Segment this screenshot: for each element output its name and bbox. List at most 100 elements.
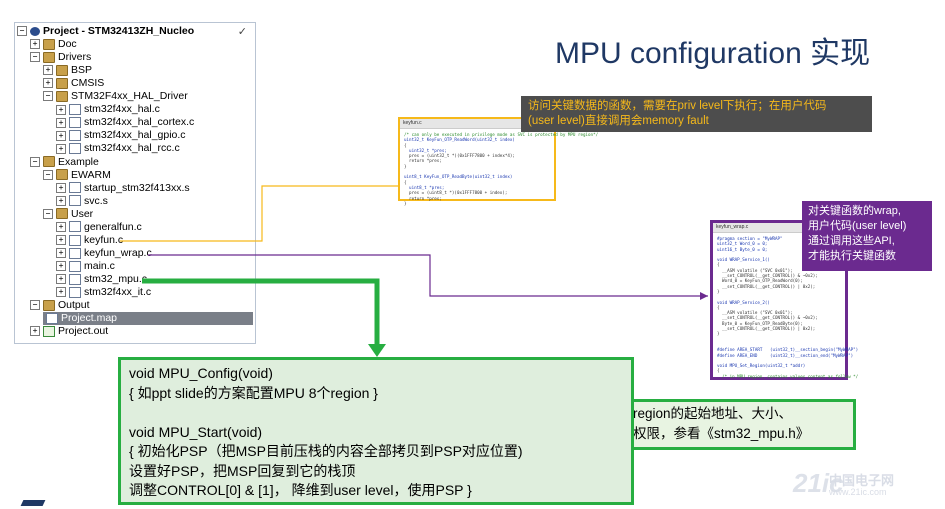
code-line: }: [717, 288, 720, 294]
code-line: Word_0 = KeyFun_OTP_ReadWord(0);: [717, 278, 803, 284]
expand-icon[interactable]: +: [43, 65, 53, 76]
tree-item[interactable]: + BSP: [43, 64, 92, 77]
tree-item-label: Output: [58, 299, 90, 312]
expand-icon[interactable]: +: [56, 117, 66, 128]
tree-item-label: generalfun.c: [84, 220, 142, 233]
callout-line: 通过调用这些API,: [808, 235, 895, 247]
expand-icon[interactable]: +: [56, 130, 66, 141]
tree-item[interactable]: −Drivers: [30, 51, 91, 64]
folder-icon: [43, 51, 55, 63]
tree-item-label: keyfun_wrap.c: [84, 246, 152, 259]
tree-item[interactable]: Project.map: [43, 312, 253, 326]
tree-item[interactable]: + main.c: [56, 260, 115, 273]
callout-line: 才能执行关键函数: [808, 250, 896, 262]
tree-item[interactable]: +stm32_mpu.c: [56, 273, 147, 286]
file-icon: [69, 234, 81, 246]
tree-item-label: BSP: [71, 64, 93, 77]
checkmark-icon: ✓: [237, 26, 247, 38]
tree-item[interactable]: −Example: [30, 156, 99, 169]
expand-icon[interactable]: +: [43, 78, 53, 89]
callout-line: 访问权限，参看《stm32_mpu.h》: [606, 426, 810, 441]
collapse-icon[interactable]: −: [30, 52, 40, 63]
editor-tab: keyfun_wrap.c: [713, 223, 845, 233]
expand-icon[interactable]: +: [56, 274, 66, 285]
tree-item-label: startup_stm32f413xx.s: [84, 181, 190, 194]
code-thumbnail-keyfun-wrap: keyfun_wrap.c #pragma section = "MyWRAP"…: [710, 220, 859, 380]
tree-item[interactable]: +Project.out: [30, 325, 108, 338]
tree-root[interactable]: − Project - STM32413ZH_Nucleo: [17, 25, 194, 38]
collapse-icon[interactable]: −: [43, 208, 53, 219]
expand-icon[interactable]: +: [56, 235, 66, 246]
connector-green-arrow: [368, 344, 386, 357]
expand-icon[interactable]: +: [56, 261, 66, 272]
expand-icon[interactable]: +: [56, 221, 66, 232]
file-icon: [69, 182, 81, 194]
code-thumbnail-keyfun: keyfun.c /* can only be executed in priv…: [398, 117, 598, 206]
tree-item[interactable]: +stm32f4xx_hal_cortex.c: [56, 116, 194, 129]
folder-icon: [43, 38, 55, 50]
tree-item[interactable]: +Doc: [30, 38, 77, 51]
code-block: /* can only be executed in privilege mod…: [400, 129, 598, 209]
expand-icon[interactable]: +: [56, 248, 66, 259]
expand-icon[interactable]: +: [56, 287, 66, 298]
collapse-icon[interactable]: −: [17, 26, 27, 37]
file-icon: [69, 104, 81, 116]
expand-icon[interactable]: +: [30, 326, 40, 337]
folder-icon: [56, 64, 68, 76]
expand-icon[interactable]: +: [56, 104, 66, 115]
tree-item[interactable]: + stm32f4xx_it.c: [56, 286, 151, 299]
callout-line: 用户代码(user level): [808, 220, 907, 232]
project-icon: [30, 26, 40, 36]
tree-item-label: stm32f4xx_hal.c: [84, 103, 160, 116]
code-line: uint32_t KeyFun_OTP_ReadWord(uint32_t in…: [404, 137, 515, 143]
code-line: __set_CONTROL(__get_CONTROL() | 0x2);: [717, 326, 816, 332]
expand-icon[interactable]: +: [56, 182, 66, 193]
tree-item-label: stm32f4xx_it.c: [84, 286, 152, 298]
code-line: {: [717, 368, 720, 374]
tree-item[interactable]: + startup_stm32f413xx.s: [56, 182, 190, 195]
tree-item[interactable]: −EWARM: [43, 169, 111, 182]
file-icon: [69, 247, 81, 259]
tree-item-label: svc.s: [84, 194, 108, 207]
file-icon: [69, 143, 81, 155]
tree-item[interactable]: − Output: [30, 299, 90, 312]
code-line: uint32_t *pres;: [404, 147, 447, 153]
tree-item[interactable]: + keyfun_wrap.c: [56, 247, 152, 260]
callout-keyfun-note: 访问关键数据的函数，需要在priv level下执行；在用户代码 (user l…: [521, 96, 872, 132]
code-line: }: [404, 200, 407, 206]
code-line: #define AREA_END (uint32_t)__section_end…: [717, 352, 854, 358]
corner-decoration: [20, 500, 46, 506]
callout-line: 访问关键数据的函数，需要在priv level下执行；在用户代码: [528, 100, 827, 112]
slide-title: MPU configuration 实现: [555, 37, 871, 70]
collapse-icon[interactable]: −: [30, 156, 40, 167]
code-line: #define AREA_START (uint32_t)__section_b…: [717, 347, 859, 353]
tree-item[interactable]: +keyfun.c: [56, 234, 123, 247]
tree-item-label: main.c: [84, 259, 115, 272]
code-line: /* in MPU region, contains values conten…: [717, 373, 859, 379]
expand-icon[interactable]: +: [56, 143, 66, 154]
code-line: }: [404, 163, 407, 169]
tree-item[interactable]: + generalfun.c: [56, 221, 142, 234]
expand-icon[interactable]: +: [30, 39, 40, 50]
code-line: uint16_t Byte_0 = 0;: [717, 246, 768, 252]
code-line: __ASM volatile ("SVC 0x01");: [717, 267, 793, 273]
collapse-icon[interactable]: −: [43, 169, 53, 180]
code-line: void MPU_Set_Region(uint32_t *addr): [717, 363, 806, 369]
tree-item-label: Project.map: [61, 312, 118, 325]
tree-root-label: Project - STM32413ZH_Nucleo: [43, 25, 195, 37]
tree-item[interactable]: +CMSIS: [43, 77, 104, 90]
tree-item[interactable]: −User: [43, 208, 93, 221]
tree-item[interactable]: −STM32F4xx_HAL_Driver: [43, 90, 188, 103]
tree-item[interactable]: +stm32f4xx_hal_rcc.c: [56, 142, 180, 155]
watermark-url: www.21ic.com: [829, 487, 887, 497]
callout-line: { 初始化PSP（把MSP目前压栈的内容全部拷贝到PSP对应位置): [129, 443, 523, 459]
tree-item[interactable]: + stm32f4xx_hal.c: [56, 103, 160, 116]
collapse-icon[interactable]: −: [30, 300, 40, 311]
tree-item[interactable]: + svc.s: [56, 195, 108, 208]
code-line: uint8_t KeyFun_OTP_ReadByte(uint32_t ind…: [404, 174, 513, 180]
connector-purple-arrow: [700, 292, 708, 300]
collapse-icon[interactable]: −: [43, 91, 53, 102]
tree-item[interactable]: +stm32f4xx_hal_gpio.c: [56, 129, 186, 142]
callout-wrap-note: 对关键函数的wrap, 用户代码(user level) 通过调用这些API, …: [802, 201, 932, 271]
expand-icon[interactable]: +: [56, 195, 66, 206]
